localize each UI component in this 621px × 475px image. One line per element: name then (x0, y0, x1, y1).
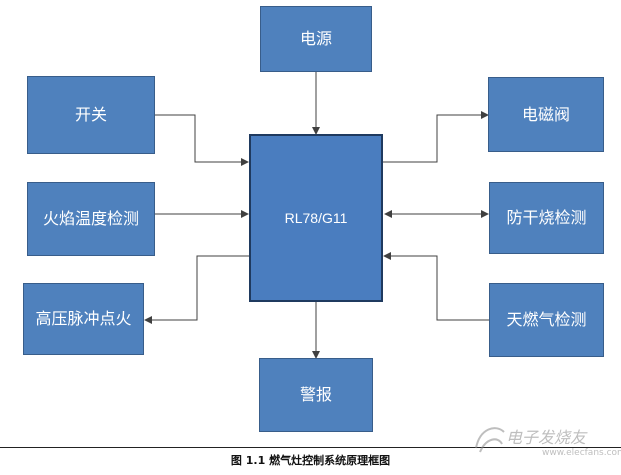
alarm-box: 警报 (259, 358, 373, 432)
caption-divider (0, 447, 621, 448)
watermark-url: www.elecfans.com (542, 448, 621, 458)
switch-label: 开关 (74, 105, 107, 124)
gas-detect-box: 天燃气检测 (489, 283, 604, 357)
connector-mcu-to-solenoid (381, 111, 489, 163)
hv-ignition-box: 高压脉冲点火 (23, 283, 144, 355)
flame-temp-label: 火焰温度检测 (42, 209, 139, 228)
switch-box: 开关 (27, 76, 155, 154)
dry-burn-box: 防干烧检测 (489, 182, 604, 254)
power-label: 电源 (299, 29, 332, 48)
connector-gas-to-mcu (383, 252, 490, 321)
watermark: 电子发烧友 www.elecfans.com (470, 418, 621, 474)
connector-mcu-to-ignition (144, 255, 250, 324)
alarm-label: 警报 (299, 385, 332, 404)
solenoid-label: 电磁阀 (521, 104, 570, 124)
solenoid-box: 电磁阀 (488, 77, 604, 152)
watermark-brand: 电子发烧友 (506, 428, 587, 447)
dry-burn-label: 防干烧检测 (506, 208, 587, 227)
watermark-logo-icon (475, 427, 505, 453)
figure-caption: 图 1.1 燃气灶控制系统原理框图 (230, 454, 391, 467)
power-box: 电源 (260, 6, 372, 72)
connector-switch-to-mcu (155, 114, 249, 166)
hv-ignition-label: 高压脉冲点火 (35, 309, 132, 328)
mcu-label: RL78/G11 (284, 210, 348, 226)
gas-detect-label: 天燃气检测 (506, 310, 587, 329)
mcu-box: RL78/G11 (249, 134, 383, 302)
flame-temp-box: 火焰温度检测 (27, 182, 155, 256)
